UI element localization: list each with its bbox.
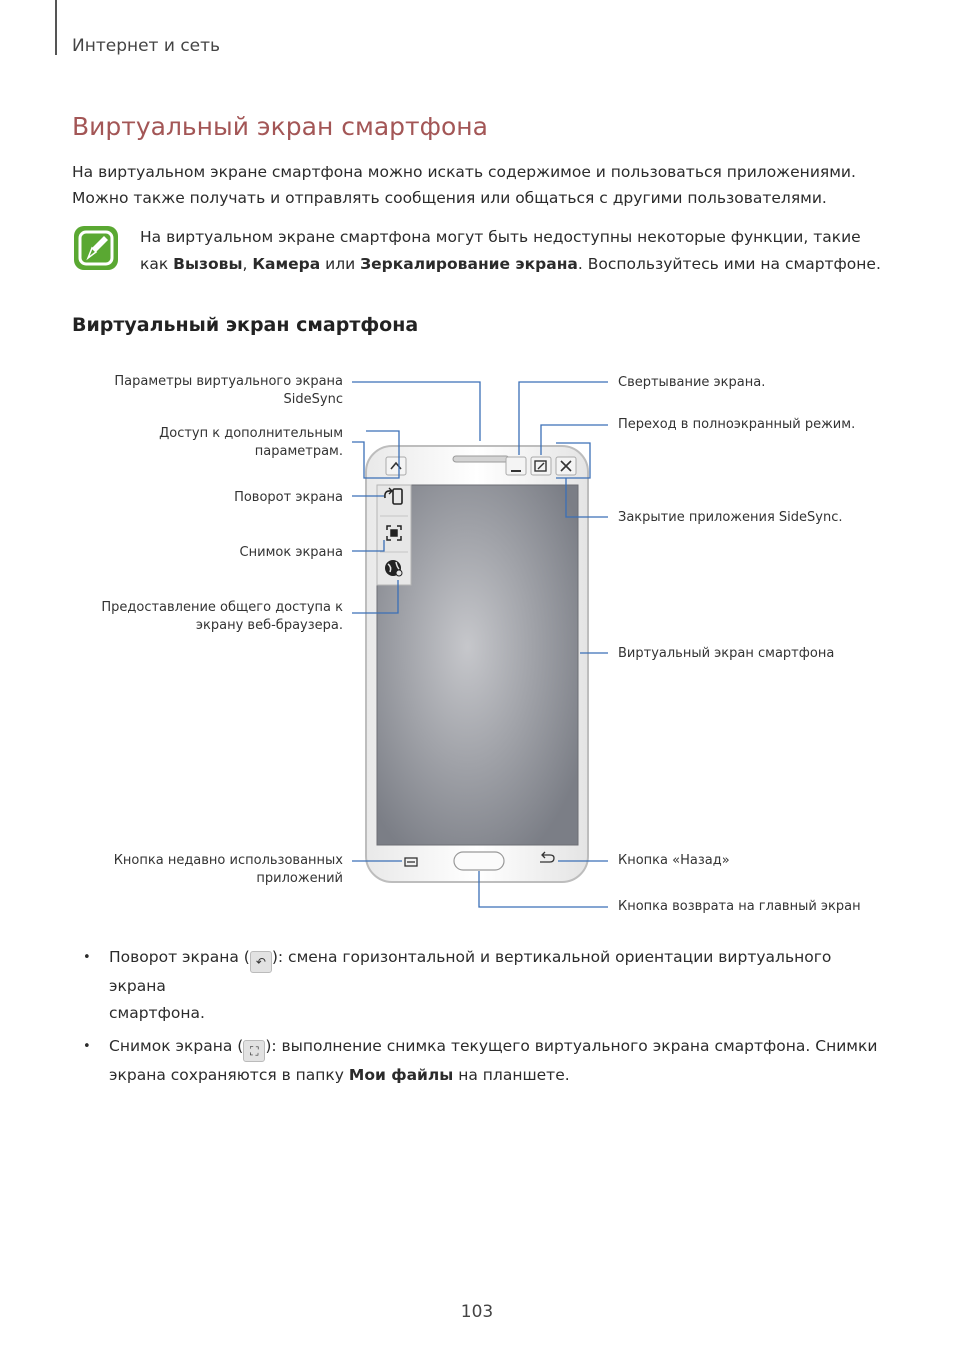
screenshot-icon[interactable]: [386, 525, 402, 541]
globe-share-icon[interactable]: [385, 560, 403, 577]
bullet-rotate: Поворот экрана (↶): смена горизонтальной…: [80, 944, 890, 1027]
note-bold-calls: Вызовы: [173, 255, 243, 273]
label-share: Предоставление общего доступа к экрану в…: [63, 599, 343, 635]
note-sep: или: [320, 255, 361, 273]
bullet-list: Поворот экрана (↶): смена горизонтальной…: [80, 944, 890, 1095]
label-params-line1: Параметры виртуального экрана: [114, 374, 343, 389]
label-access-line2: параметрам.: [254, 444, 343, 459]
note-sep: ,: [242, 255, 253, 273]
note-text: На виртуальном экране смартфона могут бы…: [140, 224, 890, 278]
label-virtual-screen: Виртуальный экран смартфона: [618, 646, 835, 661]
page-title: Виртуальный экран смартфона: [72, 112, 488, 141]
bullet-text: экрана сохраняются в папку: [109, 1066, 349, 1084]
note-text-part: На виртуальном экране смартфона могут бы…: [140, 228, 861, 273]
screenshot-icon: ⛶: [243, 1040, 266, 1062]
label-params-line2: SideSync: [283, 392, 343, 407]
callout-home: [478, 871, 608, 908]
intro-line-1: На виртуальном экране смартфона можно ис…: [72, 163, 856, 181]
label-home: Кнопка возврата на главный экран: [618, 899, 861, 914]
label-capture: Снимок экрана: [239, 545, 343, 560]
bullet-text: смартфона.: [109, 1004, 205, 1022]
label-share-line1: Предоставление общего доступа к: [101, 600, 343, 615]
fullscreen-arrow: [537, 462, 545, 470]
note-bold-camera: Камера: [252, 255, 321, 273]
label-minimize: Свертывание экрана.: [618, 375, 766, 390]
bullet-text: Поворот экрана (: [109, 948, 250, 966]
callout-capture: [352, 540, 385, 552]
recent-apps-icon[interactable]: [404, 857, 418, 867]
callout-fullscreen: [540, 424, 608, 455]
intro-paragraph: На виртуальном экране смартфона можно ис…: [72, 159, 892, 211]
bullet-text: ): выполнение снимка текущего виртуально…: [265, 1037, 878, 1055]
intro-line-2: Можно также получать и отправлять сообще…: [72, 189, 827, 207]
label-rotate: Поворот экрана: [234, 490, 343, 505]
callout-close-frame: [556, 442, 591, 479]
callout-params: [352, 381, 481, 441]
callout-access: [352, 430, 400, 479]
fullscreen-icon: [534, 460, 547, 472]
callout-minimize: [518, 381, 608, 455]
close-icon: [560, 460, 572, 472]
rotate-icon[interactable]: [384, 487, 403, 505]
back-icon[interactable]: [540, 851, 555, 863]
label-params: Параметры виртуального экрана SideSync: [63, 373, 343, 409]
bullet-text: ): смена горизонтальной и вертикальной о…: [109, 948, 832, 995]
rotate-icon: ↶: [249, 951, 272, 973]
label-recent-line1: Кнопка недавно использованных: [113, 853, 343, 868]
label-access: Доступ к дополнительным параметрам.: [63, 425, 343, 461]
label-access-line1: Доступ к дополнительным: [159, 426, 343, 441]
phone-diagram: [352, 381, 608, 908]
label-recent-line2: приложений: [256, 871, 343, 886]
label-recent: Кнопка недавно использованных приложений: [63, 852, 343, 888]
settings-button[interactable]: [385, 456, 407, 476]
section-subtitle: Виртуальный экран смартфона: [72, 314, 419, 336]
label-share-line2: экрану веб-браузера.: [195, 618, 343, 633]
callout-share: [352, 580, 399, 614]
sidesync-figure: Параметры виртуального экрана SideSync Д…: [0, 360, 954, 930]
home-button[interactable]: [453, 851, 505, 871]
note-bold-mirroring: Зеркалирование экрана: [360, 255, 578, 273]
chapter-header: Интернет и сеть: [72, 36, 221, 56]
label-close: Закрытие приложения SideSync.: [618, 510, 843, 525]
note-pencil-icon: [74, 226, 118, 270]
bullet-text: на планшете.: [453, 1066, 570, 1084]
label-fullscreen: Переход в полноэкранный режим.: [618, 417, 856, 432]
bullet-bold-my-files: Мои файлы: [348, 1066, 454, 1084]
callout-lines: [352, 381, 608, 908]
bullet-text: Снимок экрана (: [109, 1037, 244, 1055]
callout-close: [565, 478, 608, 518]
page-number: 103: [460, 1302, 494, 1322]
note-text-part: . Воспользуйтесь ими на смартфоне.: [577, 255, 881, 273]
speaker-grille: [452, 455, 510, 463]
margin-rule: [55, 0, 57, 55]
label-back: Кнопка «Назад»: [618, 853, 730, 868]
minimize-button[interactable]: [505, 456, 527, 476]
bullet-capture: Снимок экрана (⛶): выполнение снимка тек…: [80, 1033, 890, 1089]
